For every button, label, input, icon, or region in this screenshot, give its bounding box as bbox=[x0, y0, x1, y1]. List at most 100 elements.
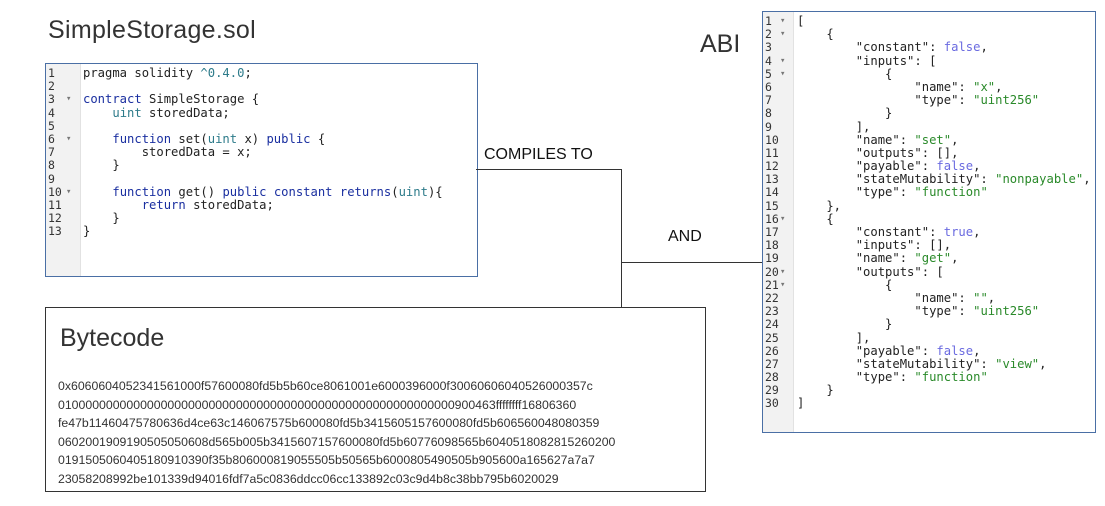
abi-line: 16▾ { bbox=[763, 211, 1095, 226]
code-text: "payable": false, bbox=[797, 343, 981, 358]
solidity-line: 2 bbox=[46, 79, 477, 94]
fold-arrow-icon[interactable]: ▾ bbox=[780, 279, 786, 290]
abi-line: 7 "type": "uint256" bbox=[763, 93, 1095, 108]
solidity-line: 5 bbox=[46, 118, 477, 133]
abi-line: 28 "type": "function" bbox=[763, 370, 1095, 385]
line-number: 30 bbox=[765, 396, 779, 411]
code-text: "inputs": [], bbox=[797, 238, 952, 253]
solidity-line: 8 } bbox=[46, 159, 477, 172]
line-number: 12 bbox=[765, 159, 779, 174]
fold-arrow-icon[interactable]: ▾ bbox=[66, 94, 72, 105]
abi-line: 22 "name": "", bbox=[763, 290, 1095, 305]
line-number: 15 bbox=[765, 198, 779, 213]
code-text: "type": "uint256" bbox=[797, 304, 1040, 319]
line-number: 13 bbox=[48, 224, 62, 239]
solidity-line: 7 storedData = x; bbox=[46, 145, 477, 160]
line-number: 2 bbox=[765, 27, 772, 42]
code-text: "name": "", bbox=[797, 290, 996, 305]
solidity-line: 10▾ function get() public constant retur… bbox=[46, 184, 477, 199]
solidity-title: SimpleStorage.sol bbox=[48, 16, 256, 44]
code-text: uint storedData; bbox=[112, 105, 230, 120]
abi-line: 4 ▾ "inputs": [ bbox=[763, 53, 1095, 68]
fold-arrow-icon[interactable]: ▾ bbox=[780, 16, 786, 26]
line-number: 3 bbox=[765, 40, 772, 55]
abi-line: 30] bbox=[763, 397, 1095, 410]
line-number: 5 bbox=[765, 66, 772, 81]
code-text: "outputs": [ bbox=[797, 264, 944, 279]
abi-line: 29 } bbox=[763, 384, 1095, 397]
and-label: AND bbox=[668, 228, 702, 245]
code-text: storedData = x; bbox=[83, 145, 252, 160]
abi-json-editor: 1▾[2▾ {3 "constant": false,4▾ "inputs": … bbox=[762, 11, 1096, 433]
line-number: 22 bbox=[765, 290, 779, 305]
abi-line: 26 "payable": false, bbox=[763, 343, 1095, 358]
line-number: 26 bbox=[765, 343, 779, 358]
line-number: 3 bbox=[48, 92, 55, 107]
code-text: { bbox=[797, 66, 893, 81]
solidity-line: 12 } bbox=[46, 211, 477, 226]
code-text: "type": "function" bbox=[797, 370, 988, 385]
line-number: 14 bbox=[765, 185, 779, 200]
code-text: "stateMutability": "view", bbox=[797, 356, 1047, 371]
abi-line: 3 "constant": false, bbox=[763, 41, 1095, 54]
abi-line: 23 "type": "uint256" bbox=[763, 304, 1095, 319]
abi-line: 19 "name": "get", bbox=[763, 252, 1095, 265]
abi-line: 25 ], bbox=[763, 330, 1095, 345]
code-text: "stateMutability": "nonpayable", bbox=[797, 172, 1091, 187]
fold-arrow-icon[interactable]: ▾ bbox=[66, 186, 72, 197]
fold-arrow-icon[interactable]: ▾ bbox=[780, 266, 786, 277]
solidity-line: 13} bbox=[46, 225, 477, 238]
bytecode-box: Bytecode 0x6060604052341561000f57600080f… bbox=[45, 307, 706, 492]
line-number: 25 bbox=[765, 330, 779, 345]
line-number: 8 bbox=[765, 106, 772, 121]
line-number: 17 bbox=[765, 225, 779, 239]
abi-line: 20▾ "outputs": [ bbox=[763, 264, 1095, 279]
line-number: 10 bbox=[48, 184, 62, 199]
line-number: 16 bbox=[765, 211, 779, 226]
abi-line: 11 "outputs": [], bbox=[763, 145, 1095, 160]
solidity-line: 11 return storedData; bbox=[46, 198, 477, 212]
code-text: "payable": false, bbox=[797, 159, 981, 174]
abi-title: ABI bbox=[700, 30, 741, 58]
line-number: 28 bbox=[765, 370, 779, 385]
abi-line: 27 "stateMutability": "view", bbox=[763, 356, 1095, 371]
code-text: } bbox=[83, 211, 120, 226]
fold-arrow-icon[interactable]: ▾ bbox=[780, 68, 786, 79]
line-number: 1 bbox=[765, 14, 772, 28]
line-number: 20 bbox=[765, 264, 779, 279]
line-number: 5 bbox=[48, 118, 55, 133]
code-text: "outputs": [], bbox=[797, 145, 959, 160]
bytecode-line: 0191505060405180910390f35b80600081905550… bbox=[58, 453, 595, 468]
bytecode-line: 0x6060604052341561000f57600080fd5b5b60ce… bbox=[58, 379, 593, 393]
abi-line: 1▾[ bbox=[763, 14, 1095, 28]
abi-line: 17 "constant": true, bbox=[763, 225, 1095, 239]
abi-line: 6 "name": "x", bbox=[763, 79, 1095, 94]
abi-line: 24 } bbox=[763, 318, 1095, 331]
line-number: 21 bbox=[765, 277, 779, 292]
fold-arrow-icon[interactable]: ▾ bbox=[66, 133, 72, 144]
fold-arrow-icon[interactable]: ▾ bbox=[780, 55, 786, 66]
code-text: } bbox=[83, 158, 120, 173]
code-text: "inputs": [ bbox=[797, 53, 937, 68]
code-text: "type": "uint256" bbox=[797, 93, 1040, 108]
connector-vertical bbox=[621, 169, 622, 307]
code-text: "constant": false, bbox=[797, 40, 988, 55]
line-number: 29 bbox=[765, 383, 779, 398]
line-number: 4 bbox=[765, 53, 772, 68]
code-text: } bbox=[797, 106, 893, 121]
line-number: 7 bbox=[48, 145, 55, 160]
code-text: function set(uint x) public { bbox=[112, 131, 326, 146]
line-number: 10 bbox=[765, 132, 779, 147]
code-text: ], bbox=[797, 330, 871, 345]
line-number: 6 bbox=[765, 79, 772, 94]
json-lines: 1▾[2▾ {3 "constant": false,4▾ "inputs": … bbox=[763, 14, 1095, 411]
line-number: 1 bbox=[48, 66, 55, 80]
code-text: }, bbox=[797, 198, 842, 213]
fold-arrow-icon[interactable]: ▾ bbox=[780, 213, 786, 224]
abi-line: 2▾ { bbox=[763, 27, 1095, 42]
fold-arrow-icon[interactable]: ▾ bbox=[780, 29, 786, 40]
line-number: 19 bbox=[765, 251, 779, 266]
line-number: 2 bbox=[48, 79, 55, 94]
